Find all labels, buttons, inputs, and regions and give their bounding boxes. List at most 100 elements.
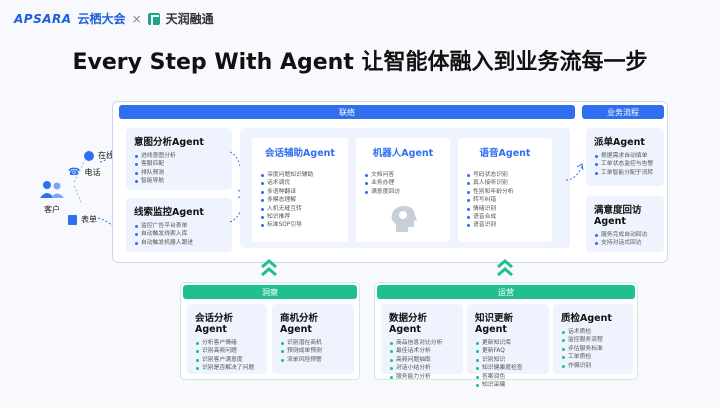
event-name: 云栖大会 — [77, 12, 126, 26]
intent-agent-card: 意图分析Agent 进线意图分析 客服匹配 排队预测 智能导航 — [126, 128, 232, 190]
channel-label: 电话 — [84, 168, 101, 177]
list-item: 语音合成 — [466, 213, 544, 221]
opportunity-agent-card: 商机分析Agent 识别潜在商机 预测成单预测 流单风险预警 — [272, 304, 354, 374]
list-item: 分析客户情绪 — [195, 339, 259, 347]
list-item: 服务完成自动回访 — [594, 231, 656, 239]
channel-label: 在线 — [98, 151, 114, 160]
contact-bar: 联络 — [119, 105, 575, 119]
agent-name: 派单Agent — [594, 137, 645, 148]
list-item: 工单智能分配于流转 — [594, 169, 656, 177]
partner-logo-icon — [147, 12, 160, 25]
channel-phone: ☎ 电话 — [68, 167, 100, 178]
chat-icon — [84, 150, 94, 161]
knowledge-update-agent-card: 知识更新Agent 更新知识库 更新FAQ 识别知识 知识健康度检查 答案润色 … — [467, 304, 549, 388]
list-item: 识别知识 — [475, 356, 541, 364]
agent-name: 语音Agent — [479, 148, 531, 159]
agent-name: 商机分析Agent — [280, 313, 319, 335]
insight-bar: 洞察 — [183, 285, 357, 299]
list-item: 自动触发机器人跟进 — [134, 239, 224, 247]
list-item: 标准SOP引导 — [260, 221, 340, 229]
list-item: 评估服务标准 — [561, 345, 625, 353]
list-item: 智能导航 — [134, 177, 224, 185]
list-item: 知识采编 — [475, 381, 541, 389]
apsara-logo: APSARA — [14, 11, 72, 26]
list-item: 流单风险预警 — [280, 356, 346, 364]
chevron-up-icon — [497, 259, 513, 277]
list-item: 预测成单预测 — [280, 347, 346, 355]
partner-name: 天润融通 — [165, 12, 214, 26]
agent-name: 会话辅助Agent — [265, 148, 335, 159]
list-item: 服务能力分析 — [389, 373, 455, 381]
list-item: 工单状态监控与告警 — [594, 160, 656, 168]
event-logo: APSARA 云栖大会 × 天润融通 — [14, 10, 214, 27]
quality-agent-card: 质检Agent 话术质检 监控服务流程 评估服务标准 工单质检 作偏识别 — [553, 304, 633, 374]
customer: 客户 — [35, 178, 69, 215]
session-analysis-agent-card: 会话分析Agent 分析客户情绪 识别高频问题 识别客户满意度 识别是否解决了问… — [187, 304, 267, 374]
workflow-bar: 业务流程 — [582, 105, 664, 119]
list-item: 商品信息对比分析 — [389, 339, 455, 347]
list-item: 真人接听识别 — [466, 179, 544, 187]
list-item: 最佳话术分析 — [389, 347, 455, 355]
list-item: 自动触发线索入库 — [134, 230, 224, 238]
session-assist-agent-card: 会话辅助Agent 深度问题知识辅助 话术调优 多语种翻译 多模态理解 人机无缝… — [252, 138, 348, 242]
list-item: 识别客户满意度 — [195, 356, 259, 364]
list-item: 识别是否解决了问题 — [195, 364, 259, 372]
list-item: 话术质检 — [561, 328, 625, 336]
robot-agent-card: 机器人Agent 文档问答 业务办理 满意度回访 — [356, 138, 450, 242]
dispatch-agent-card: 派单Agent 根据需求自动填单 工单状态监控与告警 工单智能分配于流转 — [586, 128, 664, 186]
ops-bar: 运营 — [377, 285, 635, 299]
form-icon — [68, 214, 77, 225]
list-item: 对话小结分析 — [389, 364, 455, 372]
list-item: 排队预测 — [134, 169, 224, 177]
lead-monitor-agent-card: 线索监控Agent 监控广告平台表单 自动触发线索入库 自动触发机器人跟进 — [126, 198, 232, 252]
list-item: 话术调优 — [260, 179, 340, 187]
list-item: 满意度回访 — [364, 188, 442, 196]
list-item: 支持对话式回访 — [594, 239, 656, 247]
customer-icon — [40, 181, 64, 198]
agent-name: 数据分析Agent — [389, 313, 428, 335]
channel-form: 表单 — [68, 214, 97, 225]
list-item: 监控广告平台表单 — [134, 222, 224, 230]
list-item: 根据需求自动填单 — [594, 152, 656, 160]
data-analysis-agent-card: 数据分析Agent 商品信息对比分析 最佳话术分析 高频问题抽取 对话小结分析 … — [381, 304, 463, 380]
agent-name: 会话分析Agent — [195, 313, 234, 335]
list-item: 号码状态识别 — [466, 171, 544, 179]
right-connector — [565, 163, 584, 181]
list-item: 进线意图分析 — [134, 152, 224, 160]
list-item: 人机无缝互转 — [260, 205, 340, 213]
voice-agent-card: 语音Agent 号码状态识别 真人接听识别 性别和年龄分析 转写纠错 情绪识别 … — [458, 138, 552, 242]
list-item: 工单质检 — [561, 353, 625, 361]
agent-name: 机器人Agent — [372, 148, 434, 159]
list-item: 更新FAQ — [475, 347, 541, 355]
page-title: Every Step With Agent 让智能体融入到业务流每一步 — [72, 50, 648, 75]
channel-online: 在线 — [84, 150, 114, 161]
agent-name: 线索监控Agent — [134, 207, 204, 218]
list-item: 业务办理 — [364, 179, 442, 187]
agent-name: 意图分析Agent — [134, 137, 204, 148]
customer-label: 客户 — [44, 205, 60, 214]
list-item: 高频问题抽取 — [389, 356, 455, 364]
list-item: 多模态理解 — [260, 196, 340, 204]
satisfaction-agent-card: 满意度回访Agent 服务完成自动回访 支持对话式回访 — [586, 196, 664, 252]
list-item: 更新知识库 — [475, 339, 541, 347]
list-item: 转写纠错 — [466, 196, 544, 204]
agent-name: 满意度回访Agent — [594, 205, 642, 227]
chevron-up-icon — [261, 259, 277, 277]
list-item: 深度问题知识辅助 — [260, 171, 340, 179]
list-item: 答案润色 — [475, 373, 541, 381]
list-item: 多语种翻译 — [260, 188, 340, 196]
list-item: 性别和年龄分析 — [466, 188, 544, 196]
list-item: 识别高频问题 — [195, 347, 259, 355]
list-item: 情绪识别 — [466, 205, 544, 213]
phone-icon: ☎ — [68, 167, 81, 178]
brain-head-icon — [391, 206, 417, 233]
list-item: 识别潜在商机 — [280, 339, 346, 347]
channel-label: 表单 — [81, 215, 97, 224]
agent-name: 知识更新Agent — [475, 313, 514, 335]
list-item: 监控服务流程 — [561, 336, 625, 344]
list-item: 作偏识别 — [561, 362, 625, 370]
list-item: 文档问答 — [364, 171, 442, 179]
list-item: 知识健康度检查 — [475, 364, 541, 372]
list-item: 语音识别 — [466, 221, 544, 229]
agent-name: 质检Agent — [561, 313, 612, 324]
